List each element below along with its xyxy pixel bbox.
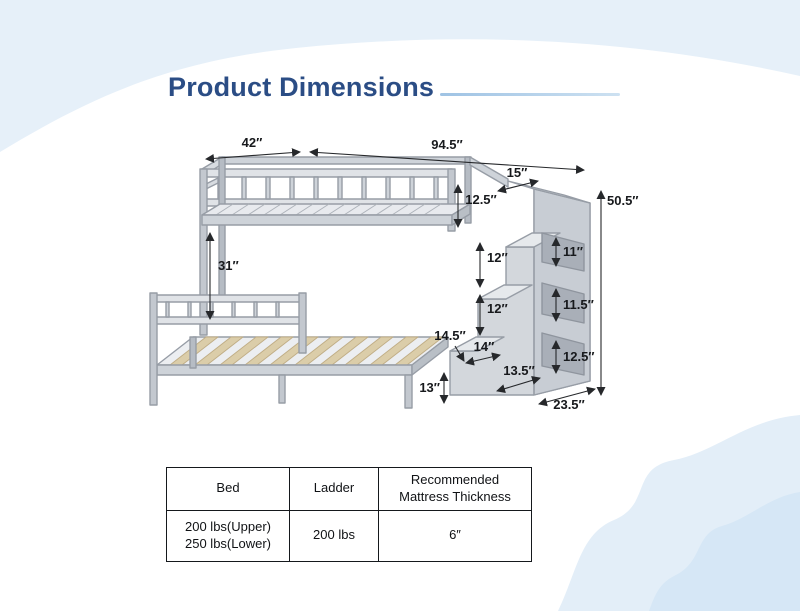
dim-stair-top-depth: 15″ — [507, 165, 528, 180]
dim-upper-step-riser: 12″ — [487, 250, 508, 265]
spec-table-value-row: 200 lbs(Upper) 250 lbs(Lower) 200 lbs 6″ — [166, 509, 532, 562]
dim-storage-tower-depth: 23.5″ — [553, 397, 585, 412]
spec-cell-bed-line1: 200 lbs(Upper) — [185, 518, 271, 534]
spec-header-mattress-line1: Recommended — [410, 472, 500, 487]
dim-lower-frame-height: 13″ — [419, 380, 440, 395]
spec-cell-ladder: 200 lbs — [289, 509, 379, 562]
dim-bottom-step-depth: 13.5″ — [503, 363, 535, 378]
dim-middle-shelf-height: 11.5″ — [563, 297, 594, 312]
dim-overall-height: 50.5″ — [607, 193, 639, 208]
dimension-labels: 42″ 94.5″ 15″ 12.5″ 50.5″ 31″ 12″ 11″ 12… — [218, 135, 639, 412]
guard-rail-spindles — [217, 176, 439, 200]
spec-header-bed: Bed — [166, 467, 290, 511]
spec-header-mattress: Recommended Mattress Thickness — [378, 467, 532, 511]
upper-bunk — [199, 156, 472, 336]
spec-table: Bed Ladder Recommended Mattress Thicknes… — [166, 467, 532, 562]
spec-header-mattress-line2: Mattress Thickness — [399, 488, 511, 504]
dim-step-tread-depth: 14″ — [474, 339, 495, 354]
dim-lower-bed-height: 14.5″ — [434, 328, 466, 343]
spec-table-header-row: Bed Ladder Recommended Mattress Thicknes… — [166, 467, 532, 511]
dim-upper-bed-width: 42″ — [242, 135, 263, 150]
spec-header-ladder: Ladder — [289, 467, 379, 511]
spec-cell-mattress: 6″ — [378, 509, 532, 562]
dim-upper-shelf-height: 11″ — [563, 244, 583, 259]
dim-guard-rail-height: 12.5″ — [465, 192, 497, 207]
dim-middle-step-riser: 12″ — [487, 301, 508, 316]
lower-bed — [149, 292, 449, 409]
dim-lower-shelf-height: 12.5″ — [563, 349, 595, 364]
bottom-right-wave-inner — [649, 492, 800, 611]
title-accent-line — [440, 93, 620, 96]
dim-bunk-clearance: 31″ — [218, 258, 239, 273]
top-curve-shape — [0, 0, 800, 152]
dim-total-length: 94.5″ — [431, 137, 463, 152]
spec-cell-bed-line2: 250 lbs(Lower) — [185, 535, 271, 551]
lower-rail-spindles — [165, 301, 280, 318]
upper-platform-slats — [215, 203, 442, 216]
dimension-lines — [205, 148, 606, 407]
spec-cell-bed: 200 lbs(Upper) 250 lbs(Lower) — [166, 509, 290, 562]
page-title: Product Dimensions — [168, 72, 435, 102]
